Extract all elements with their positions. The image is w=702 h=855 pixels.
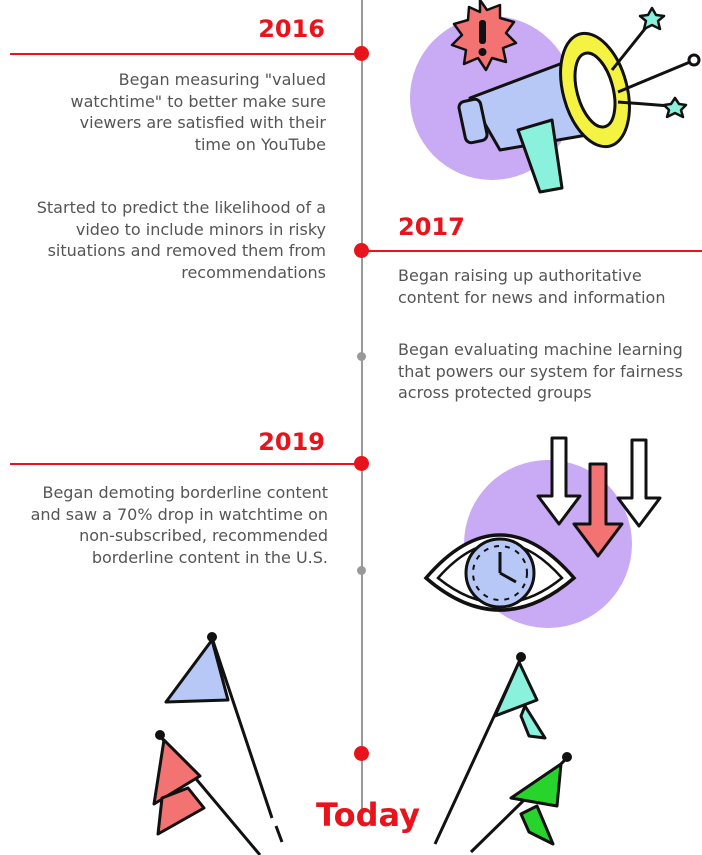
flags-icon bbox=[433, 652, 572, 854]
divider-2016 bbox=[10, 53, 362, 55]
timeline-dot-2016 bbox=[354, 46, 369, 61]
timeline-line bbox=[361, 0, 363, 820]
event-2017-paragraph-1: Began raising up authoritative content f… bbox=[398, 266, 666, 307]
flags-icon bbox=[152, 632, 284, 855]
megaphone-icon bbox=[410, 0, 701, 194]
year-2019: 2019 bbox=[258, 428, 325, 456]
timeline-dot-2019 bbox=[354, 456, 369, 471]
timeline-dot-today bbox=[354, 746, 369, 761]
year-2016: 2016 bbox=[258, 15, 325, 43]
divider-2019 bbox=[10, 463, 362, 465]
event-2019-paragraph-1: Began demoting borderline content and sa… bbox=[30, 483, 328, 567]
timeline-minor-dot-2019 bbox=[357, 566, 366, 575]
year-2017: 2017 bbox=[398, 213, 465, 241]
today-label: Today bbox=[316, 796, 420, 834]
event-2017-paragraph-2: Began evaluating machine learning that p… bbox=[398, 340, 683, 402]
timeline-minor-dot-2017 bbox=[357, 352, 366, 361]
eye-clock-arrows-icon bbox=[423, 436, 662, 628]
event-2016-paragraph-1: Began measuring "valued watchtime" to be… bbox=[70, 70, 326, 154]
timeline-dot-2017 bbox=[354, 243, 369, 258]
divider-2017 bbox=[362, 250, 702, 252]
event-2016-paragraph-2: Started to predict the likelihood of a v… bbox=[36, 198, 326, 282]
